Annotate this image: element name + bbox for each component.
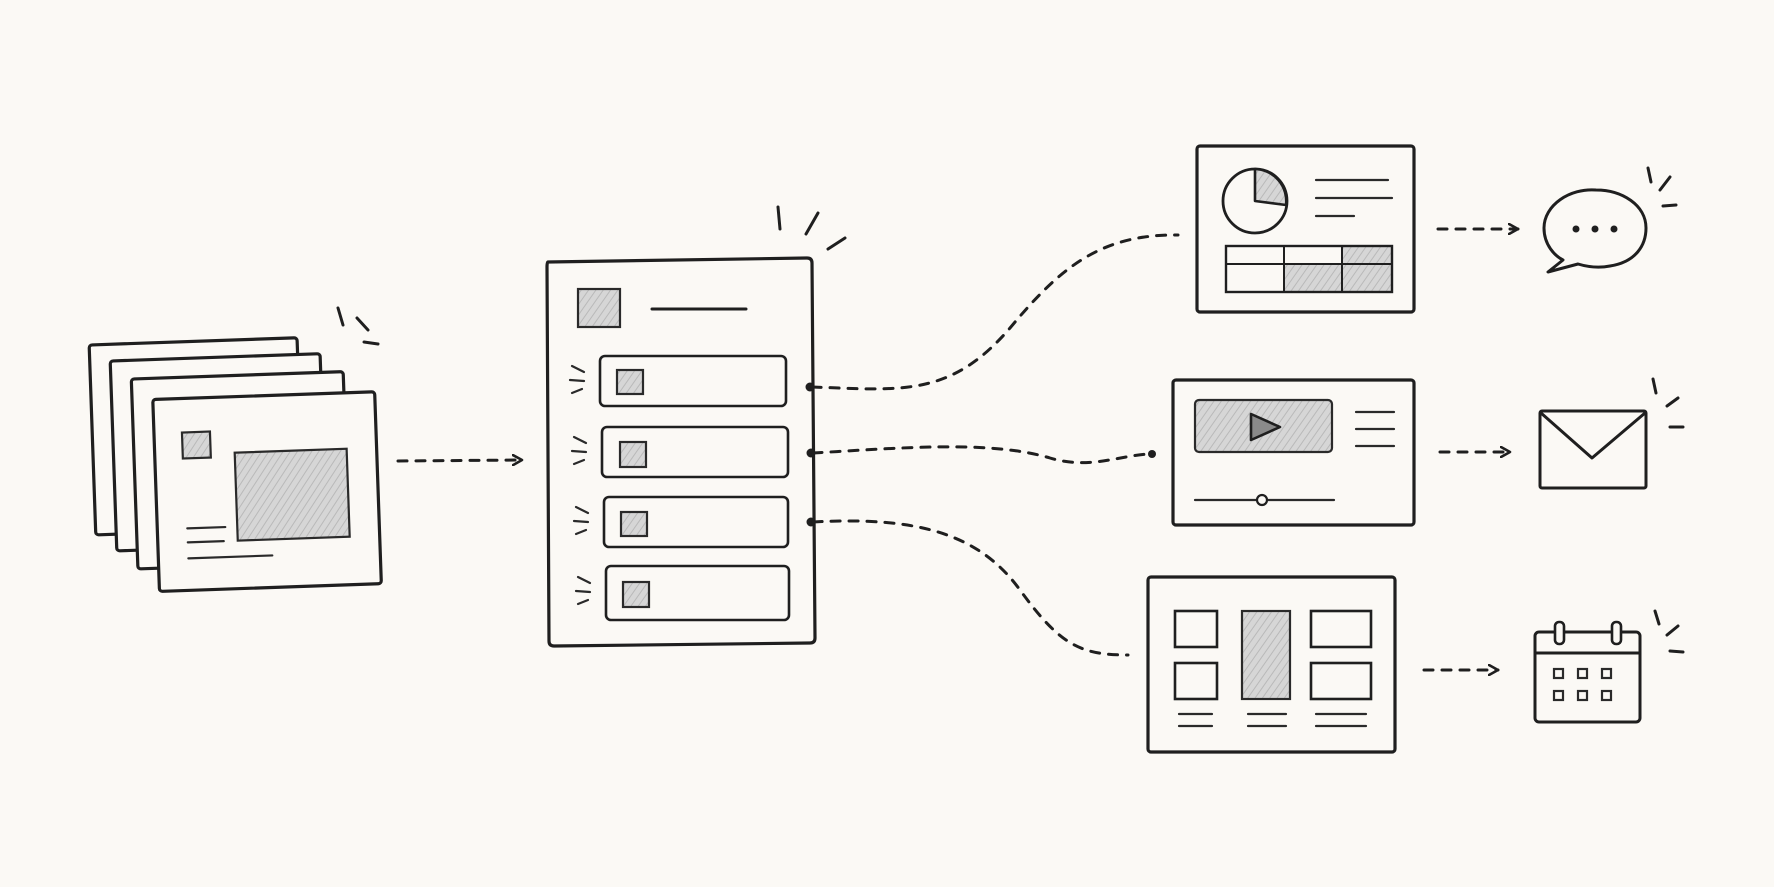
edge-stack-to-list: [396, 460, 524, 461]
stack-page-front: [151, 390, 383, 593]
document-stack: [87, 306, 383, 593]
item-sparkle: [568, 364, 586, 395]
connector-dot: [806, 517, 816, 527]
connector-dot: [806, 448, 816, 458]
list-item: [574, 564, 791, 622]
calendar-icon: [1533, 609, 1685, 724]
panel-sparkle: [776, 205, 847, 251]
pie-chart-icon: [1221, 167, 1289, 235]
item-sparkle: [574, 575, 592, 606]
dashboard-output: [1195, 144, 1416, 314]
item-sparkle: [572, 505, 590, 536]
connector-dot: [805, 382, 815, 392]
layout-tall-tile: [1240, 609, 1292, 701]
list-item: [568, 354, 788, 408]
page-text-line: [186, 525, 227, 530]
connector-dot: [1148, 450, 1156, 458]
stack-sparkle: [336, 306, 380, 346]
page-image-placeholder: [233, 447, 351, 542]
speech-bubble-icon: [1542, 166, 1678, 274]
page-thumbnail-square: [180, 430, 212, 460]
video-output: [1171, 378, 1416, 527]
page-text-line: [186, 540, 225, 544]
list-item: [572, 495, 790, 549]
layout-output: [1146, 575, 1397, 754]
layout-tile: [1173, 609, 1219, 649]
panel-header-square: [576, 287, 622, 329]
list-item: [570, 425, 790, 479]
play-icon: [1249, 412, 1282, 442]
item-sparkle: [570, 435, 588, 466]
video-progress-knob: [1255, 493, 1269, 507]
envelope-icon: [1538, 377, 1685, 490]
edge-list-to-video: [811, 445, 1152, 465]
layout-tile: [1309, 609, 1373, 649]
dashboard-table: [1224, 244, 1394, 294]
edge-list-to-layout: [811, 519, 1130, 657]
list-panel: [545, 205, 847, 648]
layout-tile: [1309, 661, 1373, 701]
edge-list-to-dashboard: [810, 233, 1180, 391]
page-text-line: [187, 554, 274, 560]
layout-tile: [1173, 661, 1219, 701]
